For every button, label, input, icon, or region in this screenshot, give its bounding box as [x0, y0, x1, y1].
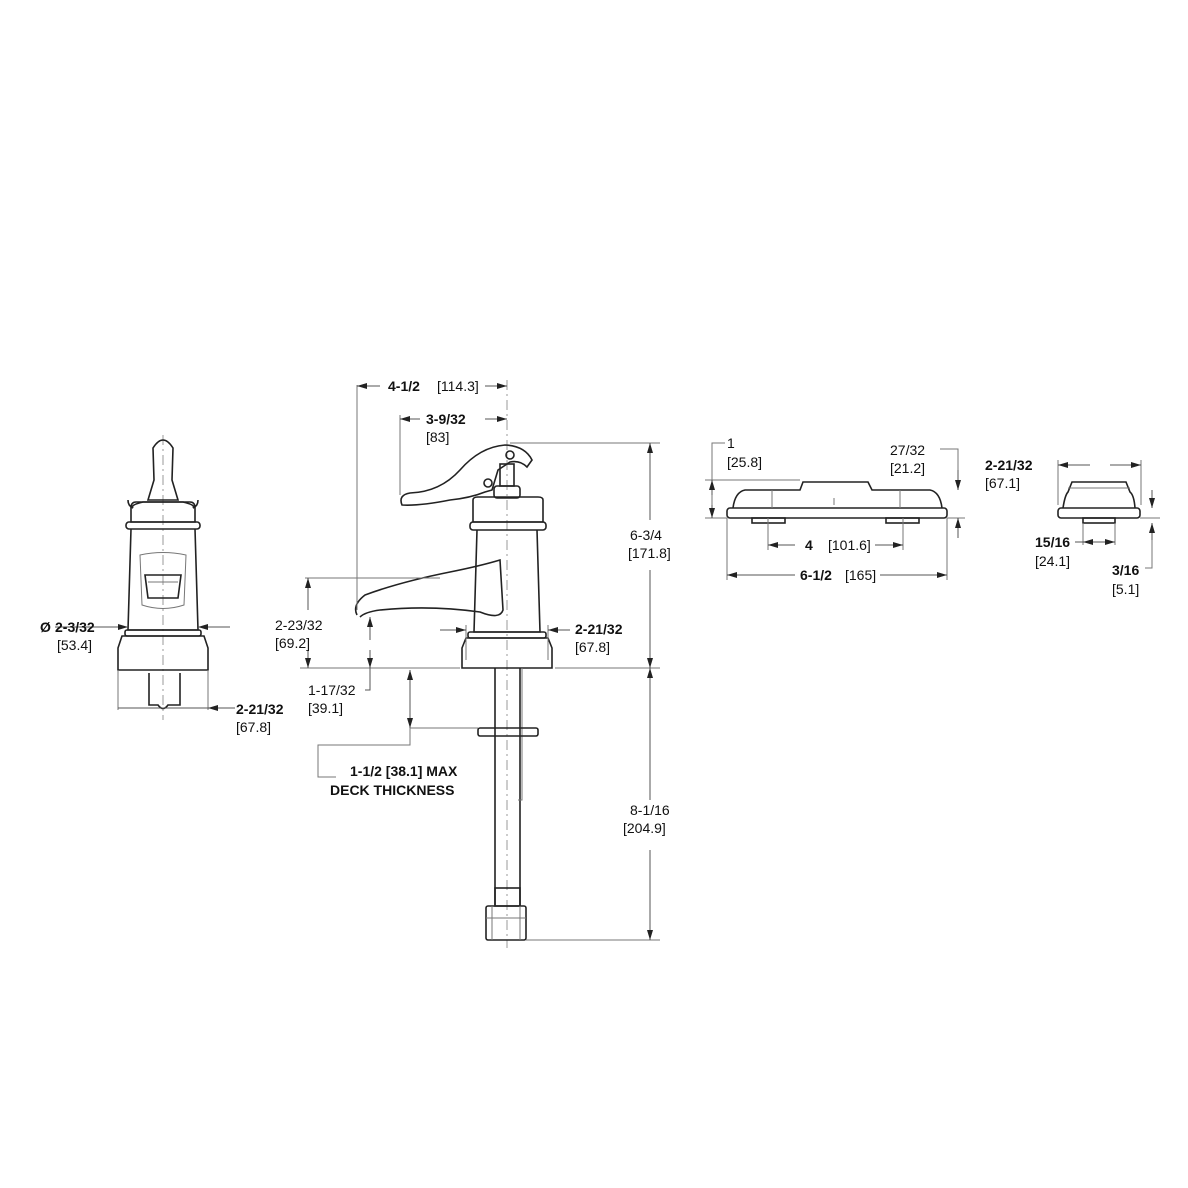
overall-height-mm: [171.8] — [628, 545, 671, 561]
spout-clearance-mm: [39.1] — [308, 700, 343, 716]
handle-reach-mm: [83] — [426, 429, 449, 445]
escutcheon-height-label: 1 — [727, 435, 735, 451]
plate-height-label: 27/32 — [890, 442, 925, 458]
escutcheon-height-mm: [25.8] — [727, 454, 762, 470]
side-base-width-label: 2-21/32 — [575, 621, 623, 637]
trim-height-label: 3/16 — [1112, 562, 1139, 578]
overall-reach-mm: [114.3] — [437, 378, 479, 394]
trim-height-mm: [5.1] — [1112, 581, 1139, 597]
front-view-faucet — [55, 435, 235, 720]
trim-ring — [1057, 460, 1160, 569]
front-base-width-mm: [67.8] — [236, 719, 271, 735]
center-spacing-label: 4 — [805, 537, 813, 553]
handle-reach-label: 3-9/32 — [426, 411, 466, 427]
spout-height-label: 2-23/32 — [275, 617, 323, 633]
escutcheon-plate — [705, 442, 965, 580]
front-diameter-label: 2-3/32 — [55, 619, 95, 635]
spout-height-mm: [69.2] — [275, 635, 310, 651]
spout-clearance-label: 1-17/32 — [308, 682, 356, 698]
overall-reach-label: 4-1/2 — [388, 378, 420, 394]
front-diameter-mm: [53.4] — [57, 637, 92, 653]
deck-thickness-line1: 1-1/2 [38.1] MAX — [350, 763, 458, 779]
foot-width-label: 15/16 — [1035, 534, 1070, 550]
escutcheon-width-label: 6-1/2 — [800, 567, 832, 583]
front-diameter-symbol: Ø — [40, 619, 51, 635]
side-base-width-mm: [67.8] — [575, 639, 610, 655]
escutcheon-width-mm: [165] — [845, 567, 876, 583]
center-spacing-mm: [101.6] — [828, 537, 871, 553]
side-view-faucet — [300, 380, 660, 948]
shank-length-label: 8-1/16 — [630, 802, 670, 818]
foot-width-mm: [24.1] — [1035, 553, 1070, 569]
overall-height-label: 6-3/4 — [630, 527, 662, 543]
front-base-width-label: 2-21/32 — [236, 701, 284, 717]
plate-height-mm: [21.2] — [890, 460, 925, 476]
trim-width-mm: [67.1] — [985, 475, 1020, 491]
trim-width-label: 2-21/32 — [985, 457, 1033, 473]
shank-length-mm: [204.9] — [623, 820, 666, 836]
deck-thickness-line2: DECK THICKNESS — [330, 782, 454, 798]
